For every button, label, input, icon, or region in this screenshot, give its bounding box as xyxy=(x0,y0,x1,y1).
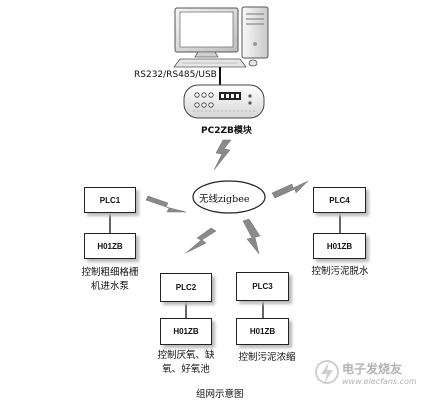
h01zb-box-plc4: H01ZB xyxy=(313,233,366,259)
computer-icon xyxy=(173,6,269,68)
wireless-link-bolt-module xyxy=(213,139,232,171)
wireless-link-bolt-plc1 xyxy=(145,195,187,213)
watermark-logo-icon xyxy=(315,360,339,384)
plc3-desc-line1: 控制污泥浓缩 xyxy=(238,352,296,363)
interface-label: RS232/RS485/USB xyxy=(134,70,217,80)
plc1-description: 控制粗细格栅 机进水泵 xyxy=(60,266,160,294)
h01zb-box-plc3: H01ZB xyxy=(236,318,289,345)
plc4-desc-line1: 控制污泥脱水 xyxy=(311,266,369,277)
plc1-desc-line1: 控制粗细格栅 xyxy=(81,267,139,278)
plc1-box: PLC1 xyxy=(84,187,136,213)
plc4-box: PLC4 xyxy=(313,187,366,213)
wireless-link-bolt-plc3 xyxy=(242,218,261,255)
wireless-label: 无线zigbee xyxy=(199,194,250,205)
wireless-link-bolt-plc2 xyxy=(185,227,217,254)
plc1-desc-line2: 机进水泵 xyxy=(90,281,129,292)
plc2-desc-line2: 氧、好氧池 xyxy=(162,364,210,375)
h01zb-box-plc2: H01ZB xyxy=(160,318,212,345)
plc3-description: 控制污泥浓缩 xyxy=(222,351,312,365)
plc2-box: PLC2 xyxy=(160,273,212,302)
wireless-cloud xyxy=(192,180,266,214)
figure-caption: 组网示意图 xyxy=(196,389,244,400)
h01zb-box-plc1: H01ZB xyxy=(84,233,136,259)
pc2zb-module-icon xyxy=(183,84,265,119)
plc2-desc-line1: 控制厌氧、缺 xyxy=(157,350,215,361)
module-label: PC2ZB模块 xyxy=(201,126,252,136)
watermark-line1: 电子发烧友 xyxy=(342,362,403,376)
plc4-description: 控制污泥脱水 xyxy=(295,265,385,279)
wireless-link-bolt-plc4 xyxy=(271,180,309,199)
watermark-line2: www.elecfans.com xyxy=(342,377,417,386)
plc2-description: 控制厌氧、缺 氧、好氧池 xyxy=(136,349,236,377)
plc3-box: PLC3 xyxy=(236,272,289,301)
